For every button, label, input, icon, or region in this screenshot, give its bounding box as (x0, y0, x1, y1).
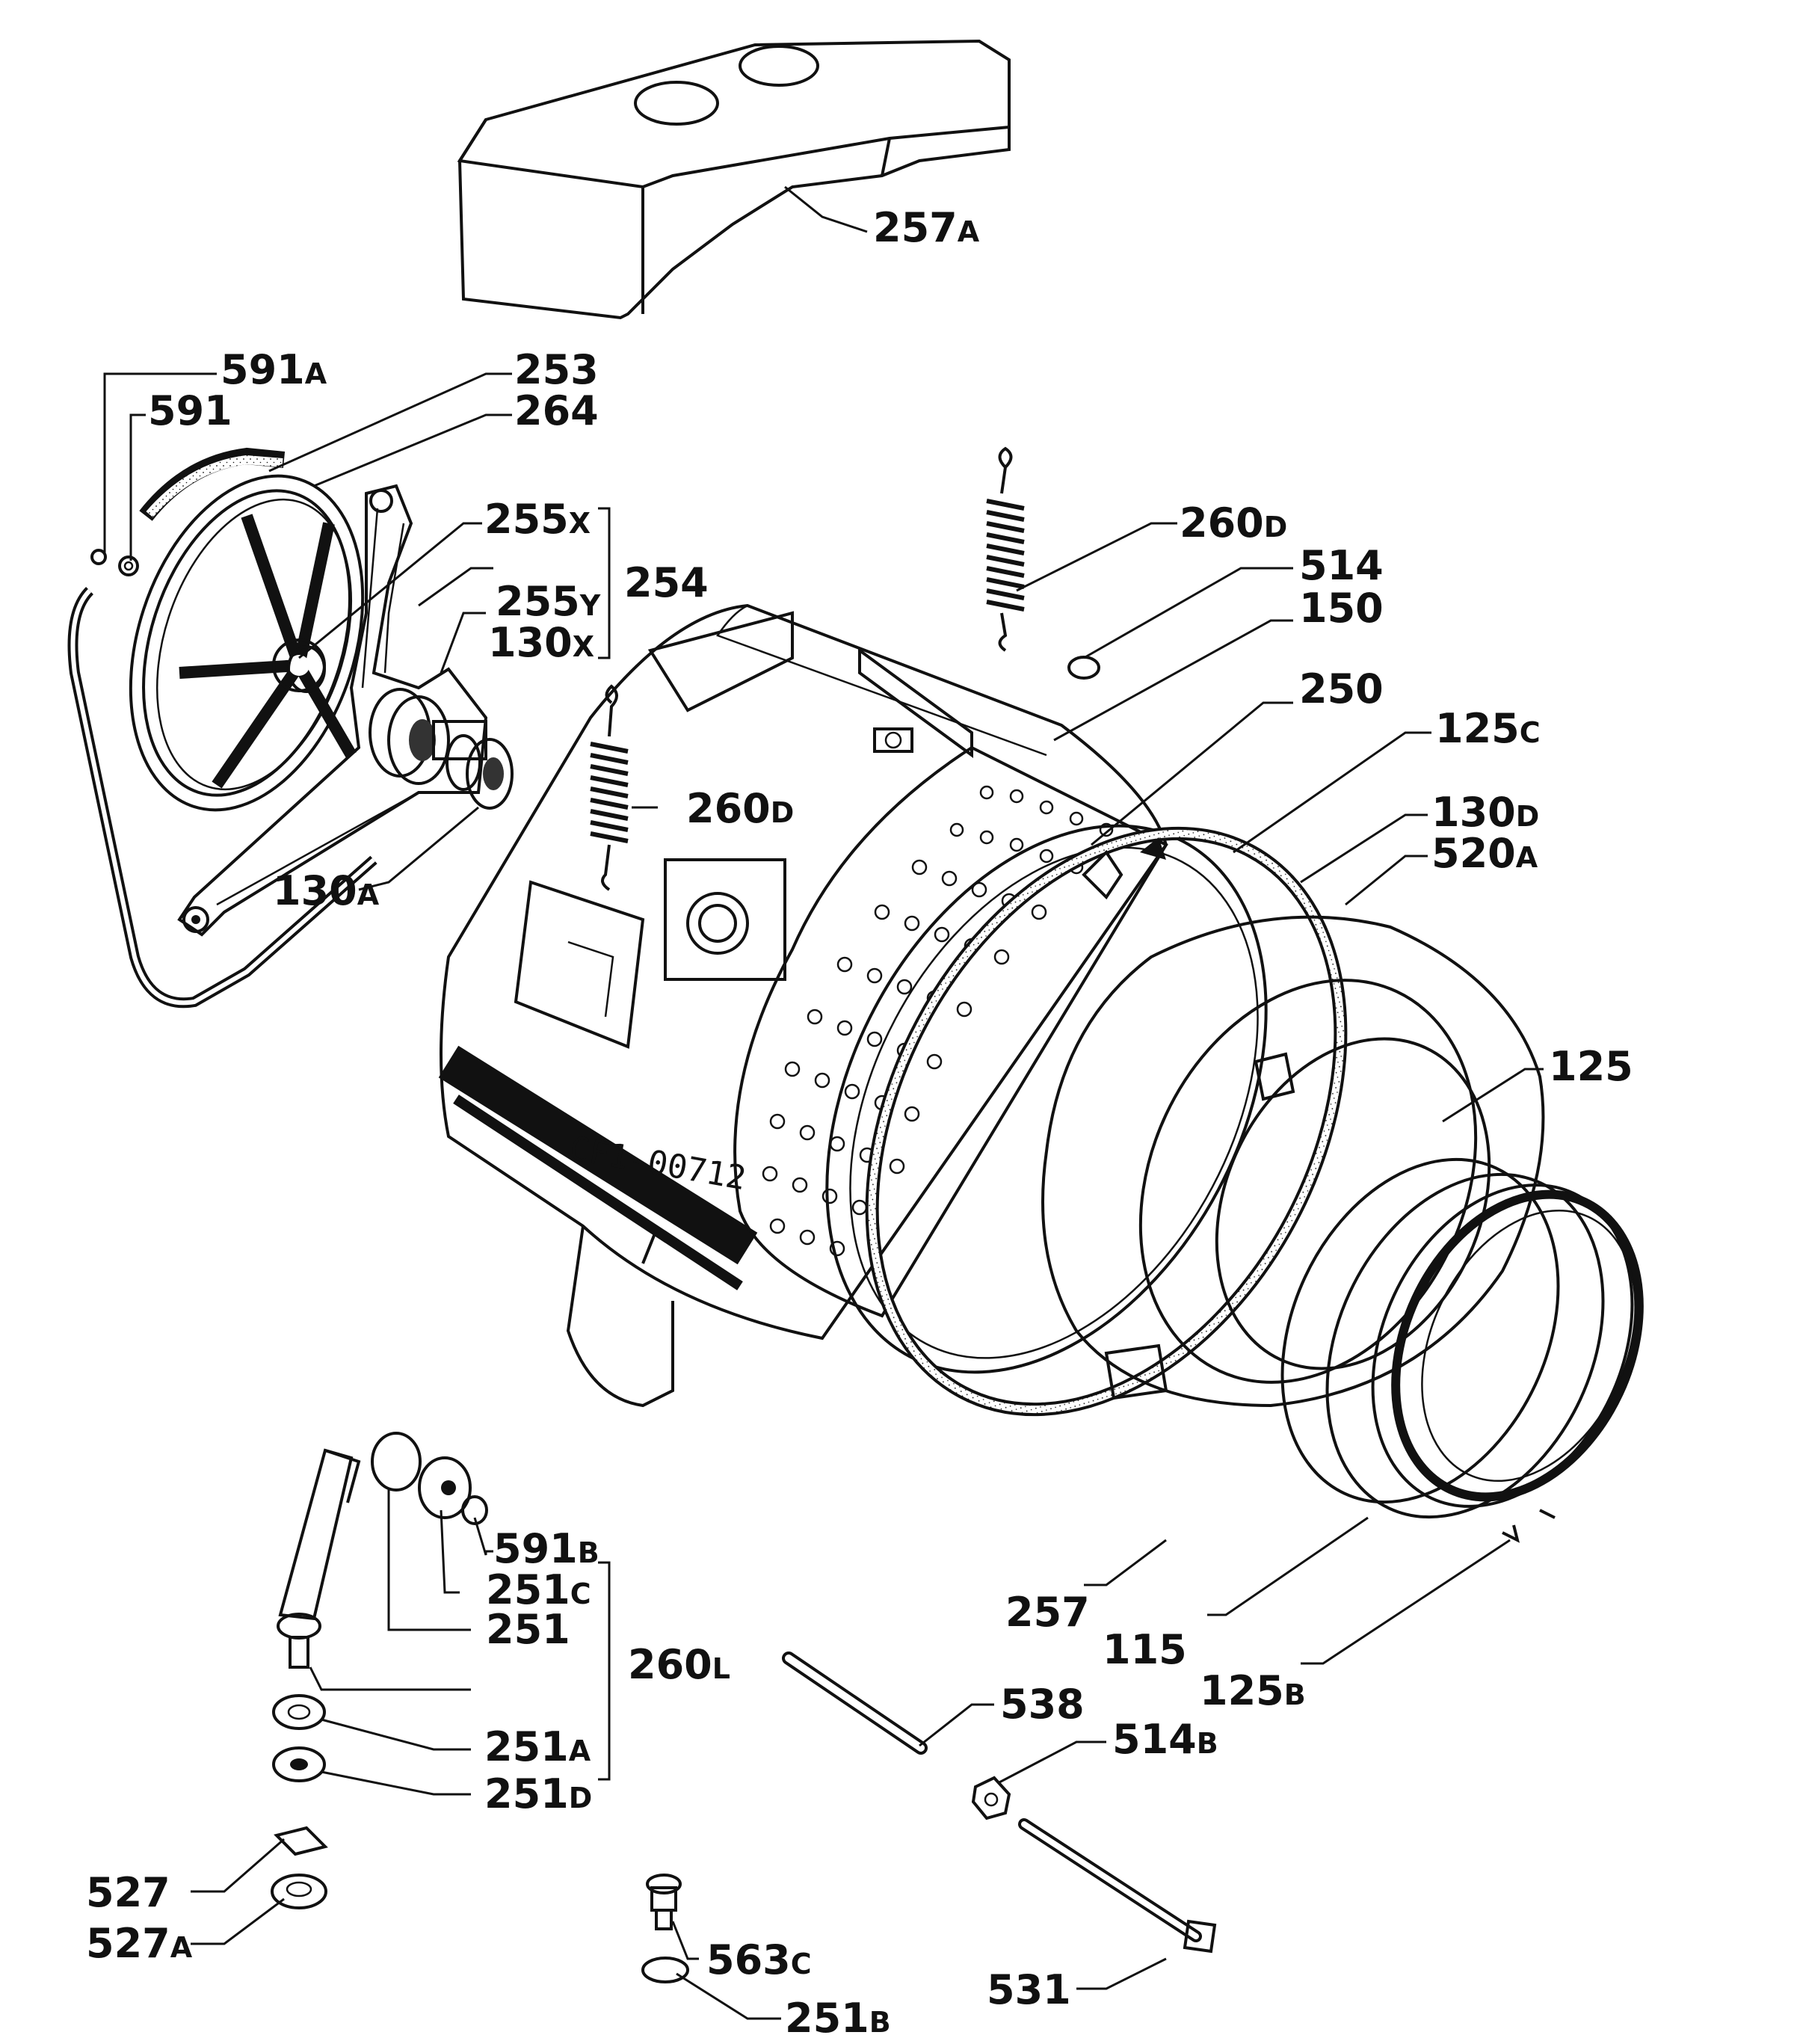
label-264: 264 (514, 387, 599, 434)
label-254: 254 (624, 559, 709, 606)
label-260D-top: 260D (1180, 499, 1287, 547)
bolt-514B (971, 1776, 1011, 1820)
label-514: 514 (1299, 542, 1384, 589)
label-257: 257 (1005, 1589, 1090, 1636)
label-251B: 251B (785, 1995, 891, 2042)
spider-arm (177, 484, 514, 937)
label-527: 527 (86, 1869, 170, 1916)
spring-top (986, 446, 1025, 652)
label-150: 150 (1299, 585, 1384, 632)
part-514 (1067, 656, 1100, 680)
bolt-531 (1018, 1818, 1217, 1954)
label-251D: 251D (484, 1770, 592, 1817)
label-251C: 251C (486, 1566, 591, 1613)
label-563C: 563C (706, 1936, 812, 1983)
tub-body (438, 603, 1168, 1408)
label-591A: 591A (221, 346, 327, 393)
label-115: 115 (1103, 1626, 1187, 1673)
pulley-assembly (67, 447, 377, 1009)
label-257A: 257A (873, 204, 980, 251)
label-255Y: 255Y (496, 578, 601, 625)
label-125B: 125B (1200, 1667, 1306, 1714)
label-130A: 130A (273, 867, 380, 914)
label-591B: 591B (493, 1525, 599, 1572)
foot-563C (641, 1874, 689, 1983)
label-125C: 125C (1435, 705, 1541, 752)
label-251A: 251A (484, 1723, 591, 1770)
door-boot (1280, 1157, 1644, 1543)
label-130X: 130X (488, 619, 594, 666)
front-counterweight (1041, 915, 1545, 1408)
label-260L: 260L (628, 1641, 730, 1688)
label-520A: 520A (1431, 830, 1538, 877)
label-260D-mid: 260D (686, 785, 794, 832)
leader-lines (103, 185, 1544, 2020)
label-514B: 514B (1112, 1716, 1218, 1763)
front-ring-group (825, 824, 1348, 1417)
label-251: 251 (486, 1606, 570, 1653)
pin-538 (782, 1651, 928, 1755)
label-591: 591 (148, 387, 232, 434)
label-255X: 255X (484, 496, 591, 543)
label-253: 253 (514, 346, 599, 393)
label-250: 250 (1299, 665, 1384, 712)
label-531: 531 (987, 1966, 1071, 2013)
label-125: 125 (1549, 1043, 1633, 1090)
shock-absorber-260L (271, 1432, 488, 1909)
perforated-drum (733, 745, 1168, 1318)
counterweight-top (457, 39, 1011, 320)
part-labels: 257A 591A 591 253 264 255X 254 255Y 130X… (86, 204, 1633, 2042)
label-527A: 527A (86, 1920, 193, 1967)
label-538: 538 (1000, 1681, 1085, 1728)
spring-mid (590, 684, 629, 891)
label-130D: 130D (1431, 789, 1539, 836)
gasket-ring-125 (1215, 1037, 1491, 1370)
